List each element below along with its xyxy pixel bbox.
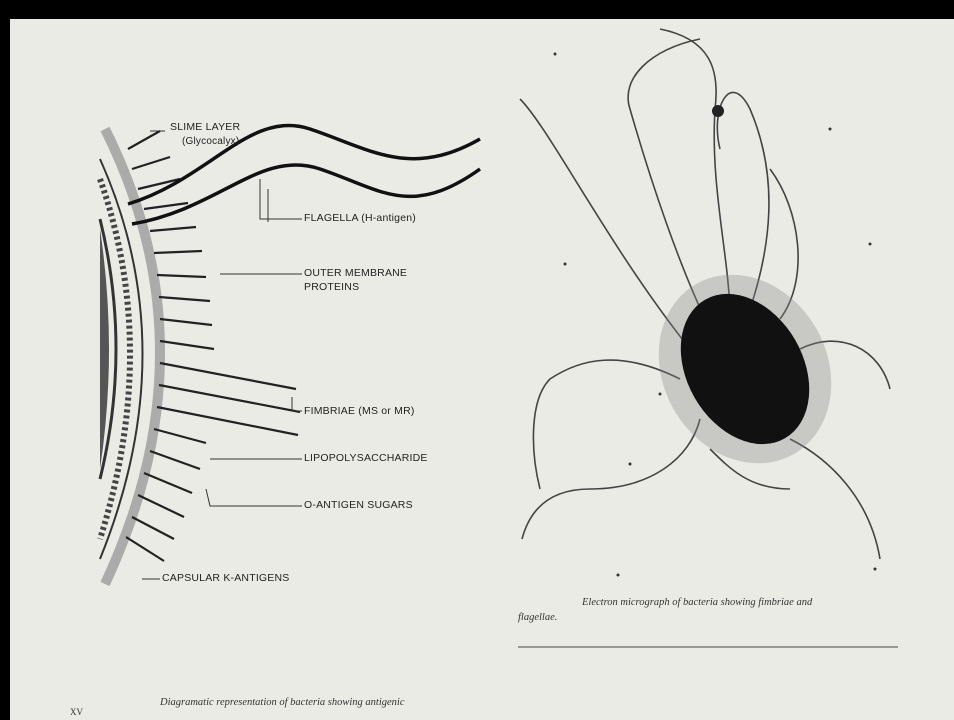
electron-micrograph: [10, 19, 954, 720]
flagellum-knot: [712, 105, 724, 117]
micrograph-caption-line1: Electron micrograph of bacteria showing …: [582, 597, 812, 608]
diagram-caption: Diagramatic representation of bacteria s…: [160, 697, 405, 708]
micrograph-caption-line2: flagellae.: [518, 612, 557, 623]
page-number: XV: [70, 707, 83, 717]
scanned-page: SLIME LAYER (Glycocalyx) FLAGELLA (H-ant…: [10, 19, 954, 720]
